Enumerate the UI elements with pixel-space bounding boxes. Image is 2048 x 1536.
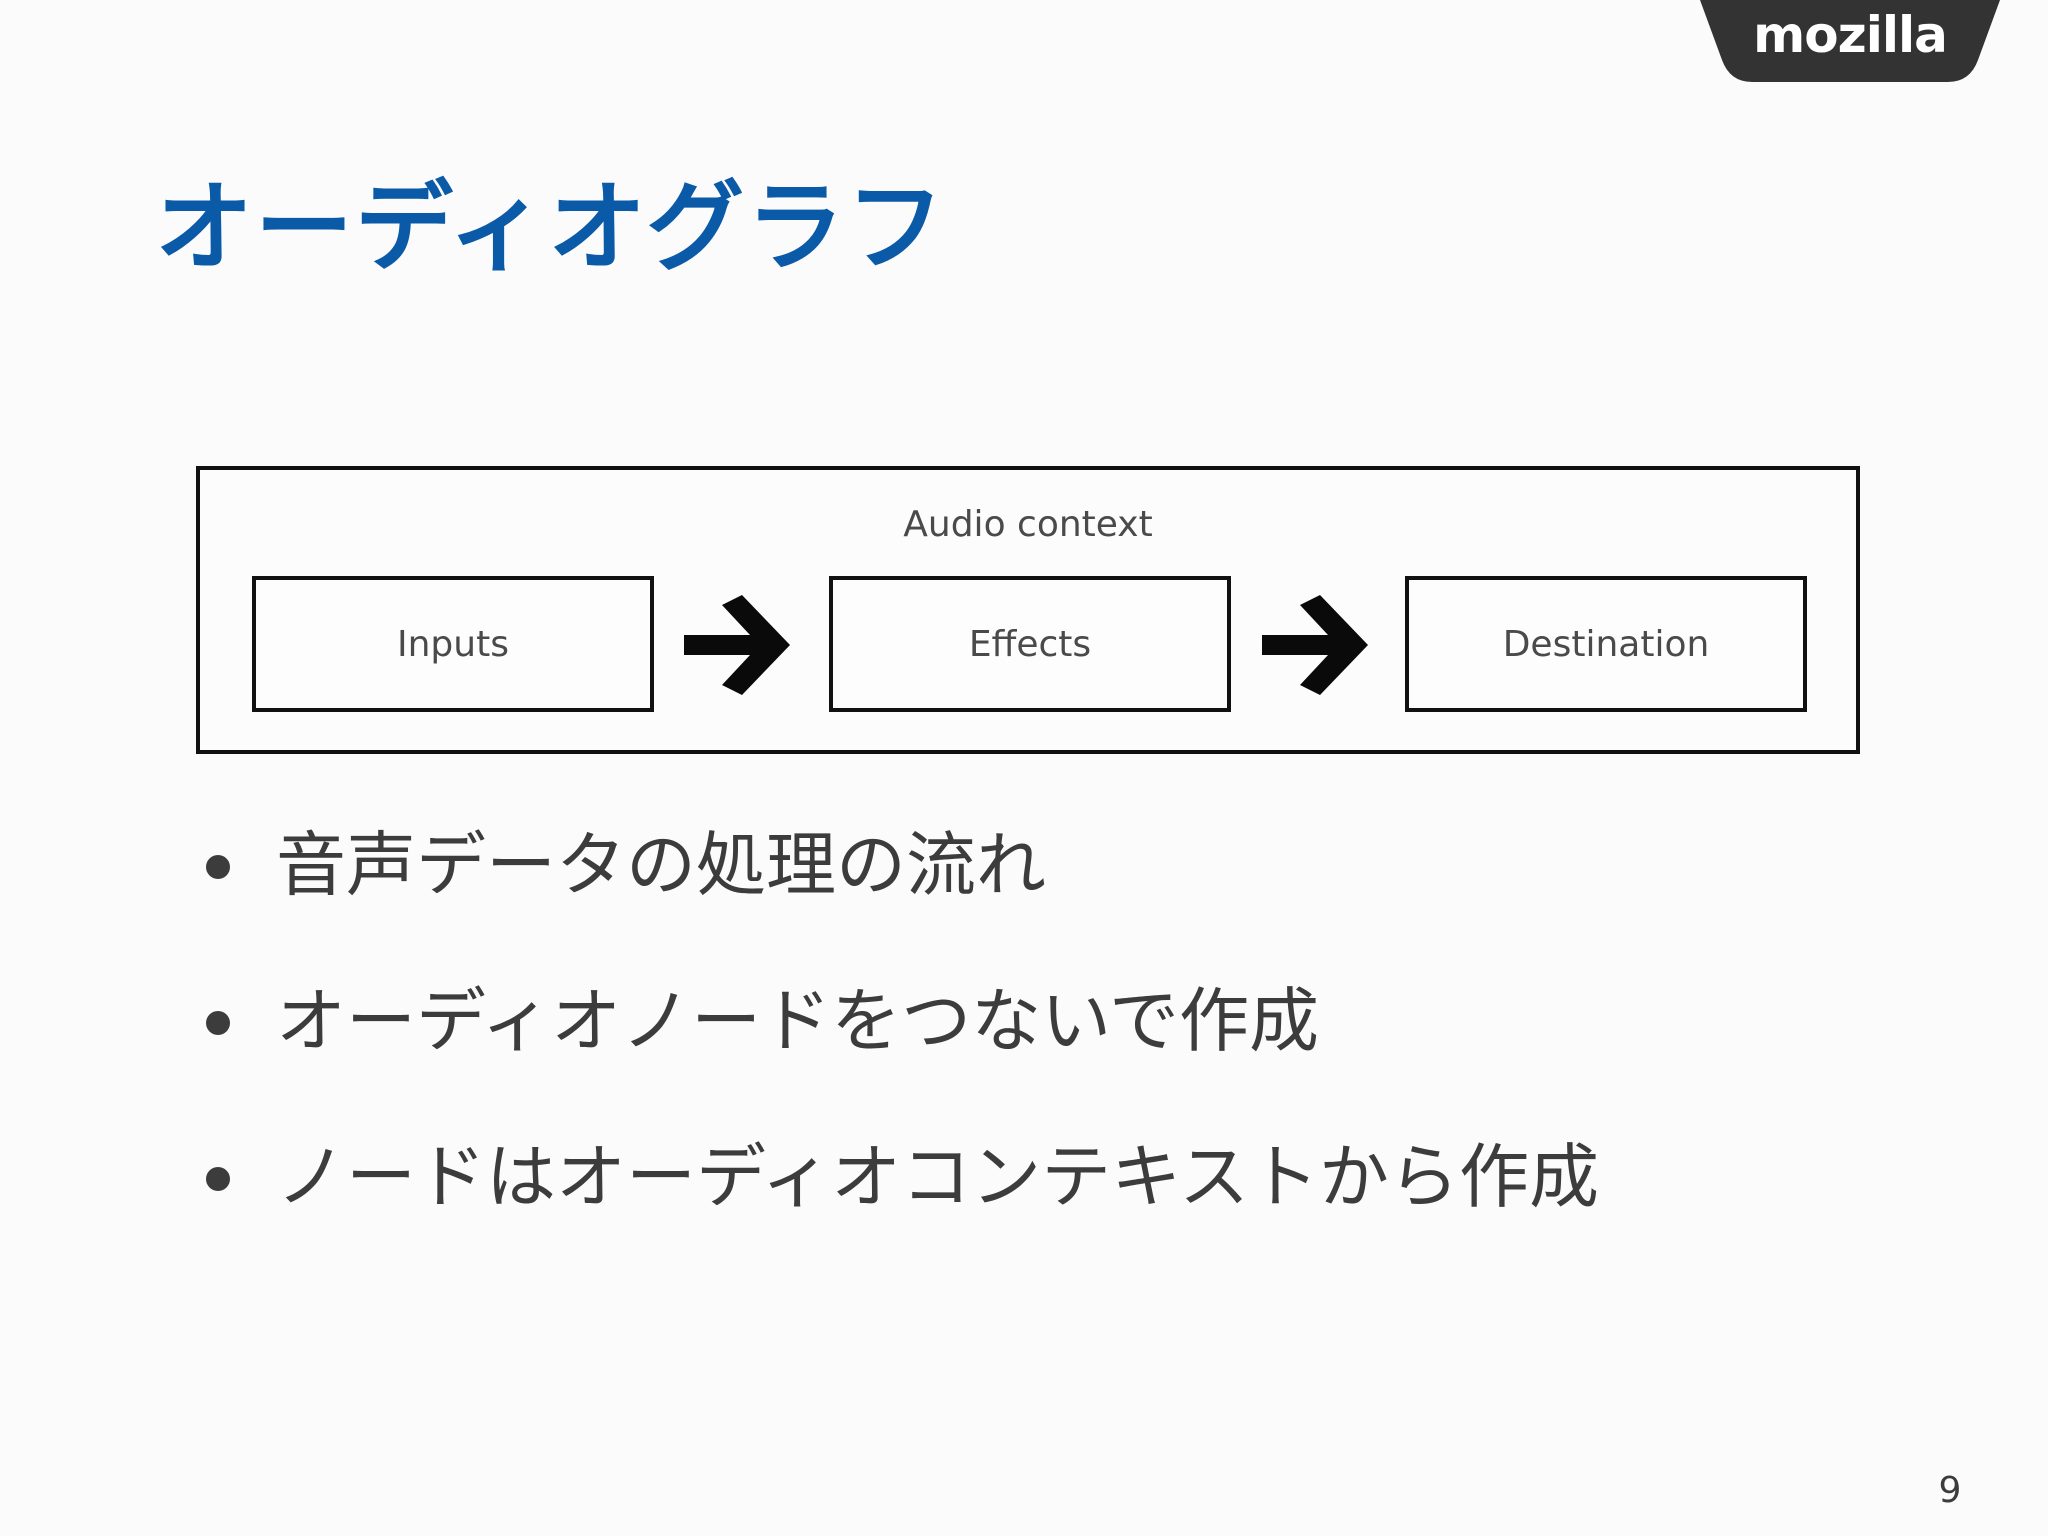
arrow-right-icon [1262, 595, 1368, 695]
audio-context-label: Audio context [903, 504, 1153, 545]
bullet-dot-icon [206, 855, 230, 879]
mozilla-logo-tab: mozilla [1700, 0, 2000, 82]
effects-node-label: Effects [968, 623, 1092, 665]
logo-tab-shape [1700, 0, 2000, 82]
bullet-text: 音声データの処理の流れ [276, 824, 1046, 906]
bullet-text: オーディオノードをつないで作成 [276, 980, 1319, 1062]
audio-context-diagram: Audio context Inputs Effects Destination [196, 466, 1860, 754]
inputs-node-label: Inputs [397, 623, 509, 665]
mozilla-logo-text: mozilla [1753, 6, 1948, 64]
destination-node: Destination [1405, 576, 1807, 712]
destination-node-label: Destination [1502, 623, 1710, 665]
bullet-dot-icon [206, 1011, 230, 1035]
bullet-dot-icon [206, 1167, 230, 1191]
arrow-right-icon [684, 595, 790, 695]
effects-node: Effects [829, 576, 1231, 712]
page-number: 9 [1938, 1470, 1962, 1511]
slide-title: オーディオグラフ [155, 171, 947, 285]
inputs-node: Inputs [252, 576, 654, 712]
bullet-text: ノードはオーディオコンテキストから作成 [276, 1136, 1599, 1218]
